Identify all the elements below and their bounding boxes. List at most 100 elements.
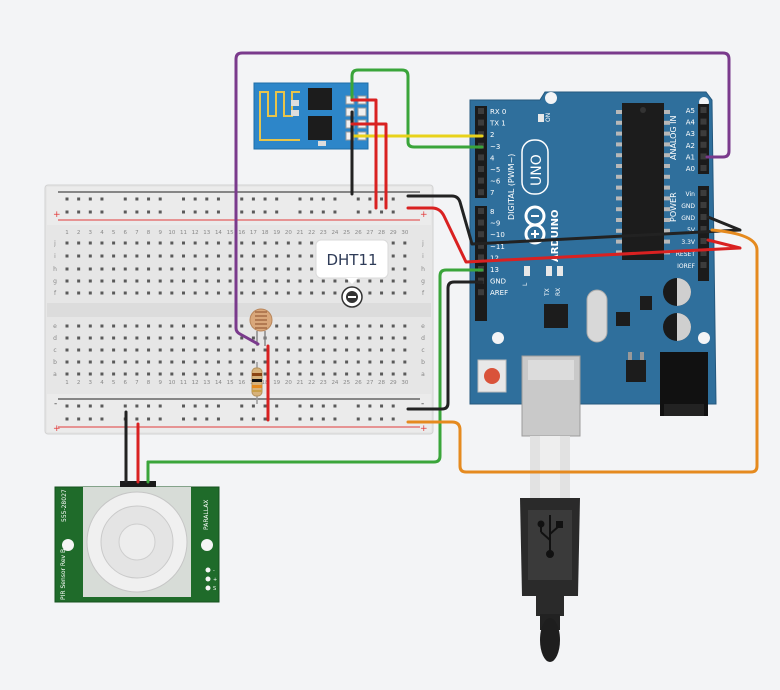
rail-hole[interactable] <box>147 197 151 201</box>
terminal-hole[interactable] <box>380 360 384 364</box>
analog-pin[interactable] <box>700 165 707 171</box>
terminal-hole[interactable] <box>240 279 244 283</box>
terminal-hole[interactable] <box>403 267 407 271</box>
terminal-hole[interactable] <box>251 241 255 245</box>
terminal-hole[interactable] <box>135 267 139 271</box>
terminal-hole[interactable] <box>275 348 279 352</box>
rail-hole[interactable] <box>333 197 337 201</box>
rail-hole[interactable] <box>240 210 244 214</box>
terminal-hole[interactable] <box>286 360 290 364</box>
rail-hole[interactable] <box>123 210 127 214</box>
terminal-hole[interactable] <box>275 291 279 295</box>
terminal-hole[interactable] <box>147 372 151 376</box>
photoresistor[interactable] <box>249 308 273 346</box>
terminal-hole[interactable] <box>321 348 325 352</box>
terminal-hole[interactable] <box>403 360 407 364</box>
breadboard[interactable]: + + + + - - 1122334455667788991010111112… <box>44 184 434 435</box>
wire-purple[interactable] <box>234 51 731 346</box>
terminal-hole[interactable] <box>391 267 395 271</box>
terminal-hole[interactable] <box>333 372 337 376</box>
terminal-hole[interactable] <box>403 254 407 258</box>
terminal-hole[interactable] <box>298 324 302 328</box>
terminal-hole[interactable] <box>205 279 209 283</box>
analog-pin[interactable] <box>700 153 707 160</box>
terminal-hole[interactable] <box>403 241 407 245</box>
terminal-hole[interactable] <box>77 267 81 271</box>
rail-hole[interactable] <box>77 210 81 214</box>
wire-green-esp[interactable] <box>350 68 484 149</box>
terminal-hole[interactable] <box>100 267 104 271</box>
terminal-hole[interactable] <box>333 324 337 328</box>
terminal-hole[interactable] <box>100 348 104 352</box>
terminal-hole[interactable] <box>123 348 127 352</box>
digital-header-top[interactable] <box>475 106 487 198</box>
rail-hole[interactable] <box>391 404 395 408</box>
esp-pin[interactable] <box>357 107 367 117</box>
terminal-hole[interactable] <box>193 348 197 352</box>
terminal-hole[interactable] <box>135 241 139 245</box>
terminal-hole[interactable] <box>170 279 174 283</box>
terminal-hole[interactable] <box>77 324 81 328</box>
terminal-hole[interactable] <box>158 241 162 245</box>
rail-hole[interactable] <box>380 197 384 201</box>
terminal-hole[interactable] <box>158 372 162 376</box>
terminal-hole[interactable] <box>228 324 232 328</box>
terminal-hole[interactable] <box>345 348 349 352</box>
rail-hole[interactable] <box>275 210 279 214</box>
terminal-hole[interactable] <box>345 360 349 364</box>
terminal-hole[interactable] <box>123 372 127 376</box>
terminal-hole[interactable] <box>182 254 185 258</box>
terminal-hole[interactable] <box>112 360 116 364</box>
terminal-hole[interactable] <box>240 348 244 352</box>
terminal-hole[interactable] <box>310 348 314 352</box>
terminal-hole[interactable] <box>298 254 302 258</box>
terminal-hole[interactable] <box>391 372 395 376</box>
terminal-hole[interactable] <box>77 360 81 364</box>
power-pin[interactable] <box>700 262 707 268</box>
terminal-hole[interactable] <box>356 372 360 376</box>
wire-black-gnd[interactable] <box>406 194 742 246</box>
rail-hole[interactable] <box>193 197 197 201</box>
terminal-hole[interactable] <box>182 336 185 340</box>
terminal-hole[interactable] <box>123 241 127 245</box>
terminal-hole[interactable] <box>88 324 92 328</box>
rail-hole[interactable] <box>310 210 314 214</box>
rail-hole[interactable] <box>182 197 185 201</box>
rail-hole[interactable] <box>77 417 81 421</box>
analog-header[interactable] <box>698 104 709 174</box>
rail-hole[interactable] <box>100 404 104 408</box>
rail-hole[interactable] <box>77 197 81 201</box>
terminal-hole[interactable] <box>321 336 325 340</box>
rail-hole[interactable] <box>193 210 197 214</box>
rail-hole[interactable] <box>147 210 151 214</box>
terminal-hole[interactable] <box>193 336 197 340</box>
terminal-hole[interactable] <box>65 291 69 295</box>
terminal-hole[interactable] <box>193 324 197 328</box>
terminal-hole[interactable] <box>298 372 302 376</box>
terminal-hole[interactable] <box>135 336 139 340</box>
rail-hole[interactable] <box>182 404 185 408</box>
rail-hole[interactable] <box>333 210 337 214</box>
terminal-hole[interactable] <box>391 279 395 283</box>
digital-pin[interactable] <box>478 177 484 184</box>
rail-hole[interactable] <box>356 417 360 421</box>
rail-hole[interactable] <box>368 197 372 201</box>
rail-hole[interactable] <box>193 404 197 408</box>
terminal-hole[interactable] <box>216 372 220 376</box>
terminal-hole[interactable] <box>170 291 174 295</box>
terminal-hole[interactable] <box>88 336 92 340</box>
terminal-hole[interactable] <box>286 279 290 283</box>
terminal-hole[interactable] <box>216 241 220 245</box>
breadboard-holes[interactable] <box>65 197 407 421</box>
terminal-hole[interactable] <box>275 279 279 283</box>
terminal-hole[interactable] <box>251 291 255 295</box>
terminal-hole[interactable] <box>333 291 337 295</box>
rail-hole[interactable] <box>65 417 69 421</box>
terminal-hole[interactable] <box>100 241 104 245</box>
terminal-hole[interactable] <box>112 291 116 295</box>
terminal-hole[interactable] <box>88 241 92 245</box>
rail-hole[interactable] <box>380 417 384 421</box>
rail-hole[interactable] <box>158 417 162 421</box>
terminal-hole[interactable] <box>182 241 185 245</box>
terminal-hole[interactable] <box>403 291 407 295</box>
